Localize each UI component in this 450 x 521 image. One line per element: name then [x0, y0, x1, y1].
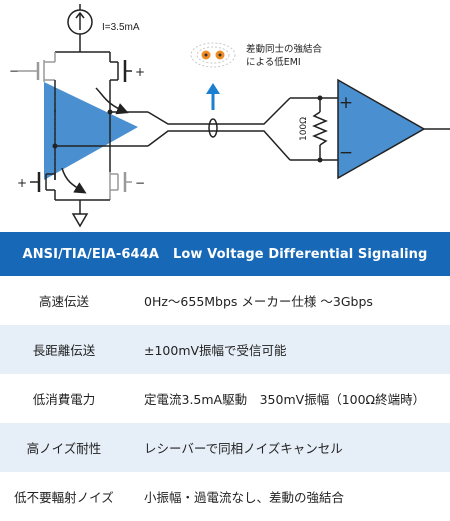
row-value: レシーバーで同相ノイズキャンセル	[144, 441, 343, 456]
row-value: 0Hz～655Mbps メーカー仕様 ～3Gbps	[144, 294, 373, 309]
row-label: 高速伝送	[38, 294, 89, 309]
current-source-icon	[67, 4, 93, 52]
receiver-minus-sign: −	[339, 143, 353, 163]
table-header: ANSI/TIA/EIA-644A Low Voltage Differenti…	[0, 232, 450, 276]
table-row: 高ノイズ耐性 レシーバーで同相ノイズキャンセル	[0, 423, 450, 472]
receiver-plus-sign: +	[339, 93, 353, 113]
receiver-amplifier-icon	[337, 78, 426, 180]
transmission-line	[147, 97, 291, 161]
row-label: 低不要輻射ノイズ	[14, 490, 114, 505]
resistor-label: 100Ω	[299, 117, 309, 141]
driver-triangle-icon	[44, 82, 138, 180]
row-label: 低消費電力	[32, 392, 96, 407]
row-label: 長距離伝送	[32, 343, 96, 358]
emi-note-line1: 差動同士の強結合	[246, 43, 323, 55]
row-label: 高ノイズ耐性	[26, 441, 102, 456]
lvds-circuit-diagram: I=3.5mA − +	[9, 4, 450, 228]
current-label: I=3.5mA	[102, 22, 140, 33]
row-value: 定電流3.5mA駆動 350mV振幅（100Ω終端時）	[144, 392, 426, 407]
lvds-spec-table: ANSI/TIA/EIA-644A Low Voltage Differenti…	[0, 232, 450, 521]
table-title: ANSI/TIA/EIA-644A	[22, 246, 160, 262]
minus-sign-top-left: −	[9, 64, 19, 78]
emi-up-arrow-icon	[206, 83, 220, 110]
minus-sign-bottom-right: −	[135, 176, 145, 190]
switch-bottom-left-icon	[30, 172, 56, 200]
table-row: 高速伝送 0Hz～655Mbps メーカー仕様 ～3Gbps	[0, 276, 450, 325]
termination-resistor-icon	[312, 111, 328, 146]
switch-top-left-icon	[18, 52, 56, 82]
switch-bottom-right-icon	[109, 172, 132, 200]
plus-sign-bottom-left: +	[17, 176, 27, 190]
switch-top-right-icon	[109, 52, 132, 82]
table-row: 低不要輻射ノイズ 小振幅・過電流なし、差動の強結合	[0, 472, 450, 521]
table-row: 長距離伝送 ±100mV振幅で受信可能	[0, 325, 450, 374]
ground-icon	[71, 213, 89, 228]
row-value: 小振幅・過電流なし、差動の強結合	[144, 490, 345, 505]
row-value: ±100mV振幅で受信可能	[144, 343, 287, 358]
plus-sign-top-right: +	[135, 65, 145, 79]
ferrite-core-icon	[208, 118, 218, 138]
emi-field-icon	[190, 42, 236, 68]
emi-note-line2: による低EMI	[246, 56, 301, 68]
table-row: 低消費電力 定電流3.5mA駆動 350mV振幅（100Ω終端時）	[0, 374, 450, 423]
table-subtitle: Low Voltage Differential Signaling	[173, 246, 428, 262]
